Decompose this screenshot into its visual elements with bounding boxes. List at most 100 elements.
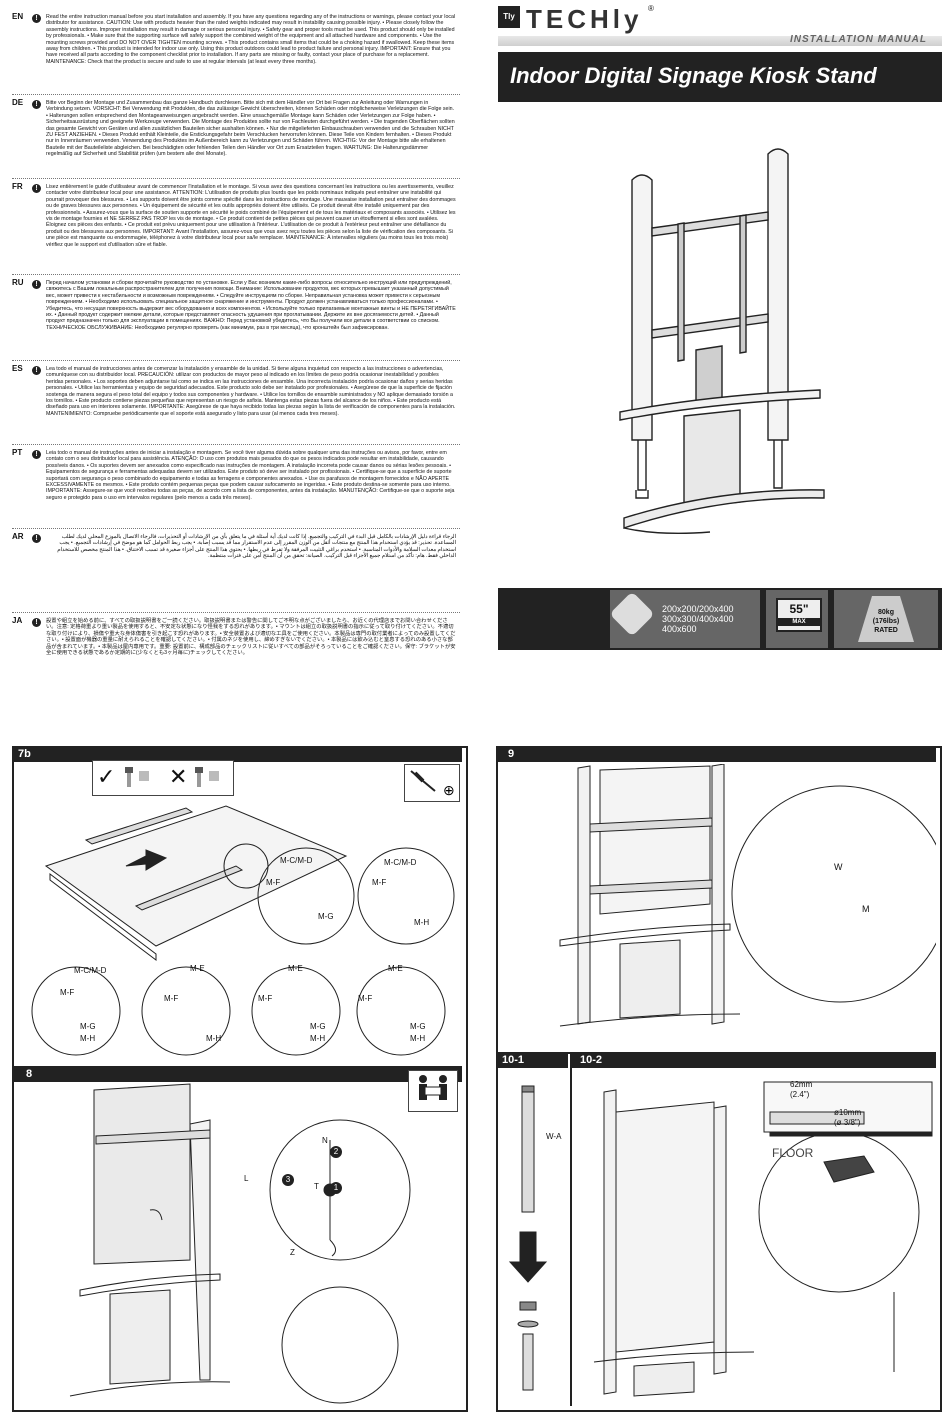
divider xyxy=(12,528,460,529)
brand-logo-box: Tly xyxy=(498,6,520,28)
part-label: M-E xyxy=(388,964,403,973)
lang-text: Перед началом установки и сборки прочита… xyxy=(46,280,456,331)
lang-text: 設置や組立を始める前に、すべての取扱説明書をご一読ください。取扱説明書または警告… xyxy=(46,618,456,657)
part-label: M-C/M-D xyxy=(74,966,107,975)
screw-check-box: ✓ ✕ xyxy=(92,760,234,796)
trademark: ® xyxy=(648,4,654,13)
lang-text: Lea todo el manual de instrucciones ante… xyxy=(46,366,456,417)
svg-text:⊕: ⊕ xyxy=(443,782,455,798)
part-label: M-F xyxy=(258,994,273,1003)
screw-wrong-icon xyxy=(195,767,219,787)
lang-code: PT xyxy=(12,448,23,457)
depth-label: 62mm xyxy=(790,1080,813,1089)
divider xyxy=(12,360,460,361)
weight-icon: 80kg (176lbs) RATED xyxy=(858,596,914,642)
lang-block-es: ES ! Lea todo el manual de instrucciones… xyxy=(0,364,462,442)
divider xyxy=(570,1054,572,1406)
warning-icon: ! xyxy=(32,534,41,543)
weight-lbs: (176lbs) xyxy=(872,618,900,625)
screen-size: 55" xyxy=(789,602,809,616)
part-label: M-F xyxy=(164,994,179,1003)
step-9-bar xyxy=(498,748,936,762)
manual-label: INSTALLATION MANUAL xyxy=(790,34,927,45)
diameter-inch-label: (ø 3/8") xyxy=(834,1118,861,1127)
step-10-1-bar xyxy=(498,1054,568,1068)
step-10-2-illustration xyxy=(593,1081,933,1397)
part-label: M-C/M-D xyxy=(384,858,417,867)
step-10-1-illustration xyxy=(508,1085,548,1391)
kiosk-stand-illustration xyxy=(619,148,825,535)
part-label: M-F xyxy=(60,988,75,997)
lang-block-ar: AR ! الرجاء قراءة دليل الإرشادات بالكامل… xyxy=(0,532,462,610)
part-label: W xyxy=(834,862,843,872)
part-label: M-F xyxy=(372,878,387,887)
divider xyxy=(12,178,460,179)
step-8-label: 8 xyxy=(26,1068,33,1080)
lang-code: EN xyxy=(12,12,24,21)
floor-label: FLOOR xyxy=(772,1146,814,1160)
warning-icon: ! xyxy=(32,280,41,289)
part-label: W-A xyxy=(546,1132,562,1141)
part-label: M xyxy=(862,904,870,914)
warning-icon: ! xyxy=(32,450,41,459)
lang-text: Read the entire instruction manual befor… xyxy=(46,14,456,65)
part-label: M-G xyxy=(80,1022,96,1031)
warning-icon: ! xyxy=(32,14,41,23)
warning-icon: ! xyxy=(32,100,41,109)
vesa-size-1: 200x200/200x400 xyxy=(662,604,734,614)
step-number: 1 xyxy=(330,1182,342,1194)
part-label: M-H xyxy=(206,1034,222,1043)
lang-block-fr: FR ! Lisez entièrement le guide d'utilis… xyxy=(0,182,462,272)
screwdriver-icon: ⊕ xyxy=(410,770,455,798)
weight-kg: 80kg xyxy=(878,609,894,616)
weight-rated: RATED xyxy=(874,627,898,634)
two-person-icon xyxy=(419,1075,447,1100)
step-9-label: 9 xyxy=(508,748,515,760)
screen-size-spec: 55" MAX xyxy=(766,590,828,648)
step-8-illustration xyxy=(69,1083,411,1404)
warning-icon: ! xyxy=(32,184,41,193)
part-label: M-F xyxy=(266,878,281,887)
two-person-box xyxy=(408,1070,458,1112)
part-label: M-G xyxy=(318,912,334,921)
step-7b-label: 7b xyxy=(18,748,31,760)
part-label: M-E xyxy=(190,964,205,973)
lang-code: DE xyxy=(12,98,24,107)
page-title: Indoor Digital Signage Kiosk Stand xyxy=(510,63,877,88)
step-7b-illustration xyxy=(31,805,455,1056)
diameter-label: ø10mm xyxy=(834,1108,862,1117)
part-label: M-G xyxy=(310,1022,326,1031)
lang-block-ru: RU ! Перед началом установки и сборки пр… xyxy=(0,278,462,358)
weight-spec: 80kg (176lbs) RATED xyxy=(834,590,938,648)
part-label: M-C/M-D xyxy=(280,856,313,865)
warning-icon: ! xyxy=(32,366,41,375)
lang-text: الرجاء قراءة دليل الإرشادات بالكامل قبل … xyxy=(57,534,456,560)
part-label: T xyxy=(314,1182,319,1191)
lang-block-ja: JA ! 設置や組立を始める前に、すべての取扱説明書をご一読ください。取扱説明書… xyxy=(0,616,462,708)
part-label: L xyxy=(244,1174,249,1183)
lang-text: Bitte vor Beginn der Montage und Zusamme… xyxy=(46,100,455,158)
label-bar xyxy=(498,36,942,46)
step-number: 3 xyxy=(282,1174,294,1186)
step-9-illustration xyxy=(559,764,936,1027)
part-label: M-H xyxy=(410,1034,426,1043)
divider xyxy=(12,274,460,275)
part-label: M-H xyxy=(310,1034,326,1043)
part-label: M-H xyxy=(414,918,430,927)
title-band xyxy=(498,52,942,102)
cross-icon: ✕ xyxy=(169,764,188,789)
divider xyxy=(14,1066,462,1068)
vesa-spec: 200x200/200x400 300x300/400x400 400x600 xyxy=(609,590,760,648)
step-10-2-bar xyxy=(572,1054,936,1068)
lang-block-de: DE ! Bitte vor Beginn der Montage und Zu… xyxy=(0,98,462,176)
depth-inch-label: (2.4") xyxy=(790,1090,810,1099)
lang-code: FR xyxy=(12,182,23,191)
lang-code: RU xyxy=(12,278,24,287)
divider xyxy=(12,612,460,613)
step-7b-bar xyxy=(14,748,462,762)
part-label: N xyxy=(322,1136,328,1145)
vesa-size-3: 400x600 xyxy=(662,624,697,634)
divider xyxy=(12,94,460,95)
check-icon: ✓ xyxy=(97,764,116,789)
part-label: M-F xyxy=(358,994,373,1003)
